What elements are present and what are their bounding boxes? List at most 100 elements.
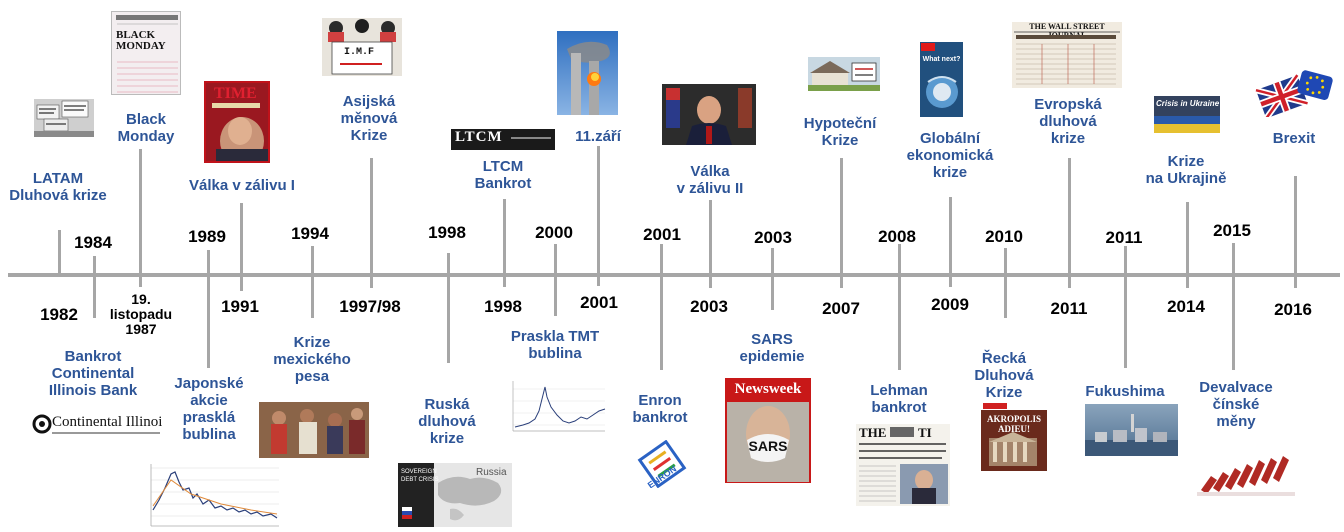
ltcm-logo-text: LTCM <box>455 129 503 145</box>
timeline-axis <box>8 273 1340 277</box>
tick <box>1068 158 1071 288</box>
ltcm-logo: LTCM <box>451 129 555 150</box>
year-label: 2011 <box>1105 228 1143 247</box>
tick <box>840 158 843 288</box>
tick <box>771 248 774 310</box>
sovereign-debt-crisis-russia: SOVEREIGN DEBT CRISIS Russia <box>398 463 512 527</box>
year-label: 1998 <box>428 223 466 242</box>
president-speech-photo <box>662 84 756 145</box>
akropolis-adieu-cover: AKROPOLIS ADIEU! <box>981 402 1047 471</box>
crisis-in-ukraine-text: Crisis in Ukraine <box>1156 99 1220 108</box>
year-label: 1991 <box>221 297 259 316</box>
year-label: 2015 <box>1213 221 1251 240</box>
continental-logo-text: Continental Illinois <box>52 414 162 430</box>
year-label: 2009 <box>931 295 969 314</box>
year-label: 2007 <box>822 299 860 318</box>
year-label: 2001 <box>580 293 618 312</box>
year-label: 2014 <box>1167 297 1205 316</box>
tick <box>554 244 557 316</box>
newsweek-sars-cover: Newsweek SARS <box>725 378 811 483</box>
year-label: 1998 <box>484 297 522 316</box>
akropolis-title: AKROPOLIS ADIEU! <box>986 414 1041 434</box>
year-label: 2008 <box>878 227 916 246</box>
enron-logo: ENRON <box>636 440 688 488</box>
event-title: LATAM Dluhová krize <box>9 170 107 204</box>
newspaper-lehman-collapse: THE TI <box>856 424 950 506</box>
tick <box>1124 246 1127 368</box>
tick <box>1294 176 1297 288</box>
time-logo: TIME <box>214 85 257 102</box>
event-title: Lehman bankrot <box>870 382 928 416</box>
event-title: Řecká Dluhová Krize <box>974 350 1034 401</box>
economist-what-next-cover: What next? <box>920 42 963 117</box>
event-title: Válka v zálivu II <box>676 163 744 197</box>
tick <box>898 244 901 370</box>
wall-street-news-black-monday: BLACK MONDAY <box>111 11 181 95</box>
svg-text:SOVEREIGN: SOVEREIGN <box>401 469 437 475</box>
year-label: 2001 <box>643 225 681 244</box>
year-label: 2010 <box>985 227 1023 246</box>
crisis-in-ukraine-photo: Crisis in Ukraine <box>1154 96 1220 133</box>
year-label: 19. listopadu 1987 <box>109 291 173 337</box>
tick <box>311 246 314 318</box>
svg-text:DEBT CRISIS: DEBT CRISIS <box>401 477 439 483</box>
tick <box>709 200 712 288</box>
wall-street-journal-page: THE WALL STREET JOURNAL <box>1012 22 1122 88</box>
tick <box>207 250 210 368</box>
nasdaq-chart <box>501 377 609 439</box>
tick <box>1186 202 1189 288</box>
wtc-attack-photo <box>557 31 618 115</box>
tick <box>1232 243 1235 370</box>
fukushima-plant-photo <box>1085 404 1178 456</box>
year-label: 1989 <box>188 227 226 246</box>
russia-label: Russia <box>476 467 507 478</box>
event-title: Brexit <box>1272 130 1316 147</box>
event-title: Devalvace čínské měny <box>1199 379 1273 430</box>
tick <box>370 158 373 288</box>
year-label: 2000 <box>535 223 573 242</box>
year-label: 1984 <box>74 233 112 252</box>
year-label: 2003 <box>690 297 728 316</box>
protest-signs-photo <box>34 99 94 137</box>
event-title: Bankrot Continental Illinois Bank <box>48 348 138 399</box>
year-label: 1994 <box>291 224 329 243</box>
event-title: Globální ekonomická krize <box>906 130 994 181</box>
event-title: LTCM Bankrot <box>474 158 532 192</box>
newsweek-logo: Newsweek <box>734 381 802 397</box>
black-monday-headline: BLACK MONDAY <box>116 29 166 52</box>
home-for-sale-photo <box>808 57 880 91</box>
tick <box>503 199 506 287</box>
event-title: Hypoteční Krize <box>803 115 877 149</box>
continental-illinois-logo: Continental Illinois <box>32 412 162 436</box>
mexico-protest-photo <box>259 402 369 458</box>
event-title: 11.září <box>575 128 621 145</box>
event-title: Praskla TMT bublina <box>510 328 600 362</box>
svg-text:THE: THE <box>859 425 886 440</box>
tick <box>240 203 243 291</box>
event-title: Krize mexického pesa <box>273 334 351 385</box>
event-title: Ruská dluhová krize <box>418 396 476 447</box>
nikkei-index-chart <box>131 460 281 532</box>
event-title: SARS epidemie <box>739 331 805 365</box>
year-label: 1997/98 <box>339 297 401 316</box>
event-title: Krize na Ukrajině <box>1145 153 1227 187</box>
year-label: 2011 <box>1050 299 1088 318</box>
tick <box>660 244 663 370</box>
what-next-text: What next? <box>922 56 961 63</box>
tick <box>139 149 142 287</box>
event-title: Válka v zálivu I <box>189 177 295 194</box>
svg-text:SARS: SARS <box>749 438 788 454</box>
tick <box>1004 248 1007 318</box>
year-label: 2016 <box>1274 300 1312 319</box>
domino-photo <box>1197 446 1295 498</box>
year-label: 2003 <box>754 228 792 247</box>
event-title: Japonské akcie prasklá bublina <box>174 375 244 443</box>
tick <box>447 253 450 363</box>
event-title: Black Monday <box>117 111 175 145</box>
event-title: Evropská dluhová krize <box>1034 96 1102 147</box>
imf-protest-photo: I.M.F <box>322 18 402 76</box>
tick <box>597 146 600 286</box>
event-title: Asijská měnová Krize <box>340 93 398 144</box>
time-magazine-showdown: TIME <box>204 81 270 163</box>
tick <box>93 256 96 318</box>
